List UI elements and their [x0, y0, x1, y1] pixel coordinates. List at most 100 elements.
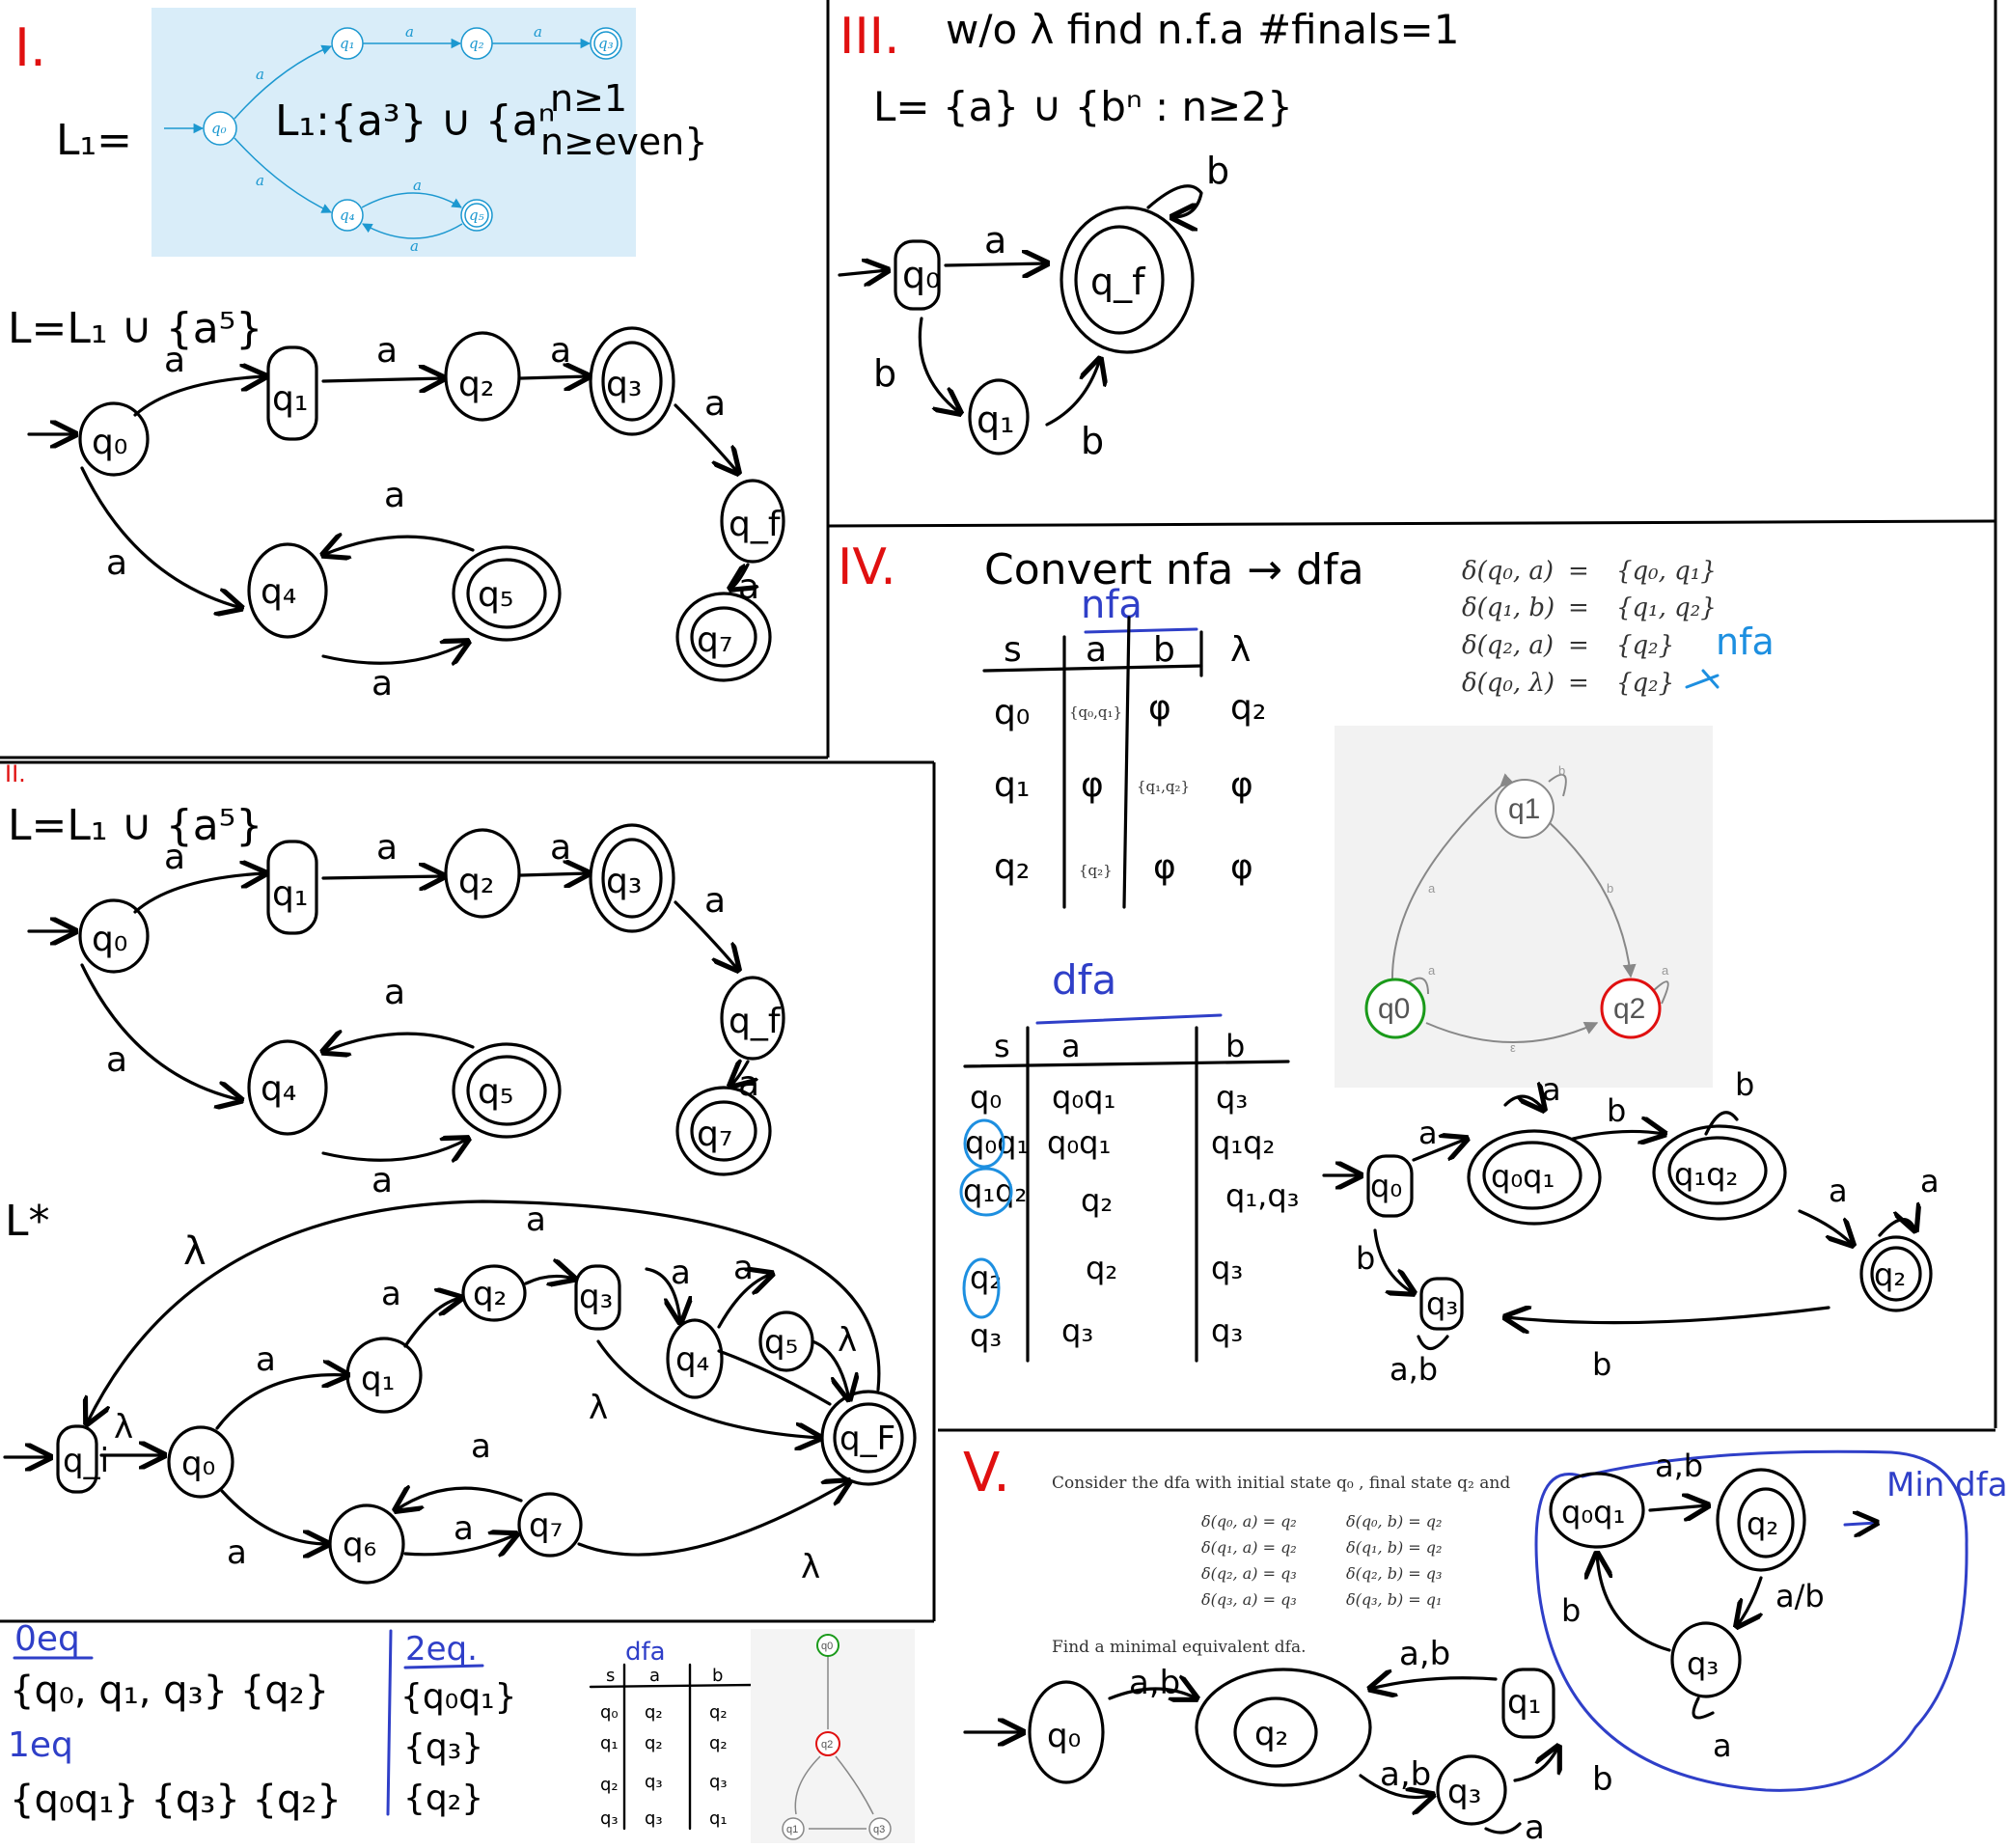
state-label: q₄: [261, 1069, 296, 1109]
transition: δ(q₂, a) = q₃: [1201, 1564, 1297, 1583]
table-header: s: [606, 1666, 615, 1686]
two-eq-set: {q₃}: [403, 1727, 483, 1767]
dfa-diagram: q₀ q₀q₁ q₁q₂ q₂ q₃ a b a a b b a,b b a: [1322, 1066, 1940, 1388]
one-eq-label: 1eq: [8, 1725, 73, 1765]
l1-label: L₁=: [56, 116, 132, 165]
edge-label: a: [227, 1533, 247, 1572]
transition: δ(q₀, a) = q₂: [1201, 1512, 1297, 1531]
state-label: q₁: [340, 35, 355, 52]
graph-edge-label: b: [1558, 763, 1565, 778]
state-label: q₂: [1747, 1505, 1778, 1542]
language-formula: L= {a} ∪ {bⁿ : n≥2}: [873, 83, 1293, 130]
edge-label: a: [106, 543, 127, 583]
original-dfa: q₀ q₂ q₁ q₃ a,b a,b a,b b a: [963, 1635, 1613, 1847]
problem-question: Find a minimal equivalent dfa.: [1052, 1638, 1307, 1657]
two-eq-set: {q₀q₁}: [400, 1677, 516, 1717]
zero-eq-label: 0eq: [14, 1619, 80, 1659]
union-nfa-copy: q₀ q₁ q₂ q₃ q_f q₇ q₄ q₅ a a a a a a a a: [27, 823, 785, 1200]
delta-eq: =: [1568, 593, 1589, 622]
edge-label: a/b: [1775, 1578, 1825, 1614]
edge-label: λ: [114, 1408, 133, 1447]
edge-label: a,b: [1380, 1755, 1431, 1794]
edge-label: a: [381, 1275, 401, 1313]
edge-label: a: [164, 838, 185, 877]
state-label: q₄: [675, 1340, 709, 1379]
edge-label: a: [526, 1200, 546, 1239]
delta-note: nfa: [1716, 621, 1775, 663]
edge-label: b: [1356, 1240, 1375, 1277]
state-label: q₃: [598, 35, 614, 52]
table-cell: q₀: [994, 693, 1030, 732]
state-label: q₀q₁: [1561, 1494, 1625, 1531]
dfa-table-label: dfa: [1052, 956, 1116, 1004]
graph-node-label: q0: [821, 1641, 833, 1652]
lambda-label: λ: [183, 1229, 206, 1274]
table-cell: q₃: [1211, 1250, 1243, 1286]
delta-eq: =: [1568, 557, 1589, 586]
small-dfa-label: dfa: [625, 1638, 666, 1667]
table-cell: q₃: [709, 1772, 728, 1792]
graph-edge-label: a: [1428, 881, 1436, 896]
table-cell: q₀q₁: [1052, 1079, 1115, 1116]
table-cell: q₂: [994, 847, 1030, 887]
table-cell: q₁,q₃: [1225, 1177, 1299, 1214]
edge-label: a: [372, 1161, 393, 1200]
table-cell: φ: [1081, 765, 1104, 805]
union-label: L=L₁ ∪ {a⁵}: [8, 304, 262, 353]
edge-label: a: [671, 1254, 691, 1292]
state-label: q₁: [1507, 1683, 1541, 1722]
state-label: q₀q₁: [1491, 1158, 1555, 1195]
section-4: IV. Convert nfa → dfa nfa s a b λ q₀ φ q…: [838, 538, 1940, 1388]
delta-rhs: {q₁, q₂}: [1616, 593, 1717, 622]
graph-node-label: q2: [821, 1739, 833, 1751]
state-label: q₁: [977, 399, 1014, 441]
table-header: a: [1086, 630, 1107, 670]
nfa-graph-figure: q1 q0 q2 a b ε a a b: [1335, 726, 1713, 1088]
edge-label: a: [738, 567, 759, 607]
state-label: q₅: [478, 575, 513, 615]
edge-label: b: [1592, 1346, 1611, 1383]
edge-label: b: [1206, 150, 1229, 192]
state-label: q₁: [272, 379, 308, 419]
section-number: V.: [963, 1442, 1010, 1504]
section-title: w/o λ find n.f.a #finals=1: [946, 6, 1459, 53]
edge-label: b: [1607, 1092, 1626, 1129]
edge-label: a: [405, 23, 414, 41]
edge-label: a: [534, 23, 542, 41]
state-label: q₃: [606, 862, 642, 901]
transition: δ(q₂, b) = q₃: [1346, 1564, 1442, 1583]
panel-borders: [0, 0, 1997, 1623]
state-label: q₂: [469, 35, 484, 52]
transitions: δ(q₀, a) = q₂ δ(q₁, a) = q₂ δ(q₂, a) = q…: [1201, 1512, 1442, 1609]
table-cell: q₀: [970, 1079, 1002, 1116]
graph-node-label: q0: [1378, 993, 1410, 1025]
table-cell: q₃: [1211, 1312, 1243, 1349]
edge-label: a: [410, 237, 419, 255]
state-label: q₃: [1426, 1285, 1458, 1322]
state-label: q₇: [697, 1115, 732, 1154]
table-cell: q₃: [645, 1772, 663, 1792]
formula-line-1: L₁:{a³} ∪ {aⁿ: [275, 97, 555, 146]
section-number: II.: [5, 760, 26, 787]
one-eq-sets: {q₀q₁} {q₃} {q₂}: [10, 1778, 342, 1822]
edge-label: a: [984, 219, 1006, 262]
table-cell: φ: [1230, 847, 1253, 887]
state-label: q_f: [729, 1002, 782, 1041]
delta-lhs: δ(q₂, a): [1462, 631, 1554, 660]
edge-label: a: [704, 384, 726, 424]
textbook-figure: q₀ q₁ q₂ q₃ q₄ q₅ a a a a a a L₁:{a³} ∪ …: [151, 8, 707, 257]
state-label: q₃: [1447, 1773, 1481, 1811]
table-cell: {q₂}: [1079, 862, 1113, 879]
dfa-table: s a b q₀ q₀q₁ q₃ q₀q₁ q₀q₁ q₁q₂ q₁q₂ q₂ …: [959, 1026, 1299, 1363]
state-label: q₂: [473, 1275, 507, 1313]
union-nfa: q₀ q₁ q₂ q₃ q_f q₇ q₄ q₅ a a a a a a a a: [27, 326, 785, 703]
state-label: q₃: [579, 1278, 613, 1316]
state-label: q_f: [1090, 261, 1146, 303]
section-number: I.: [14, 17, 46, 78]
problem-statement: Consider the dfa with initial state q₀ ,…: [1052, 1474, 1510, 1493]
table-cell: q₂: [1081, 1182, 1113, 1219]
table-cell: q₀q₁: [965, 1124, 1029, 1161]
state-label: q₃: [606, 365, 642, 404]
table-cell: q₂: [709, 1733, 728, 1753]
edge-label: a: [376, 331, 398, 371]
